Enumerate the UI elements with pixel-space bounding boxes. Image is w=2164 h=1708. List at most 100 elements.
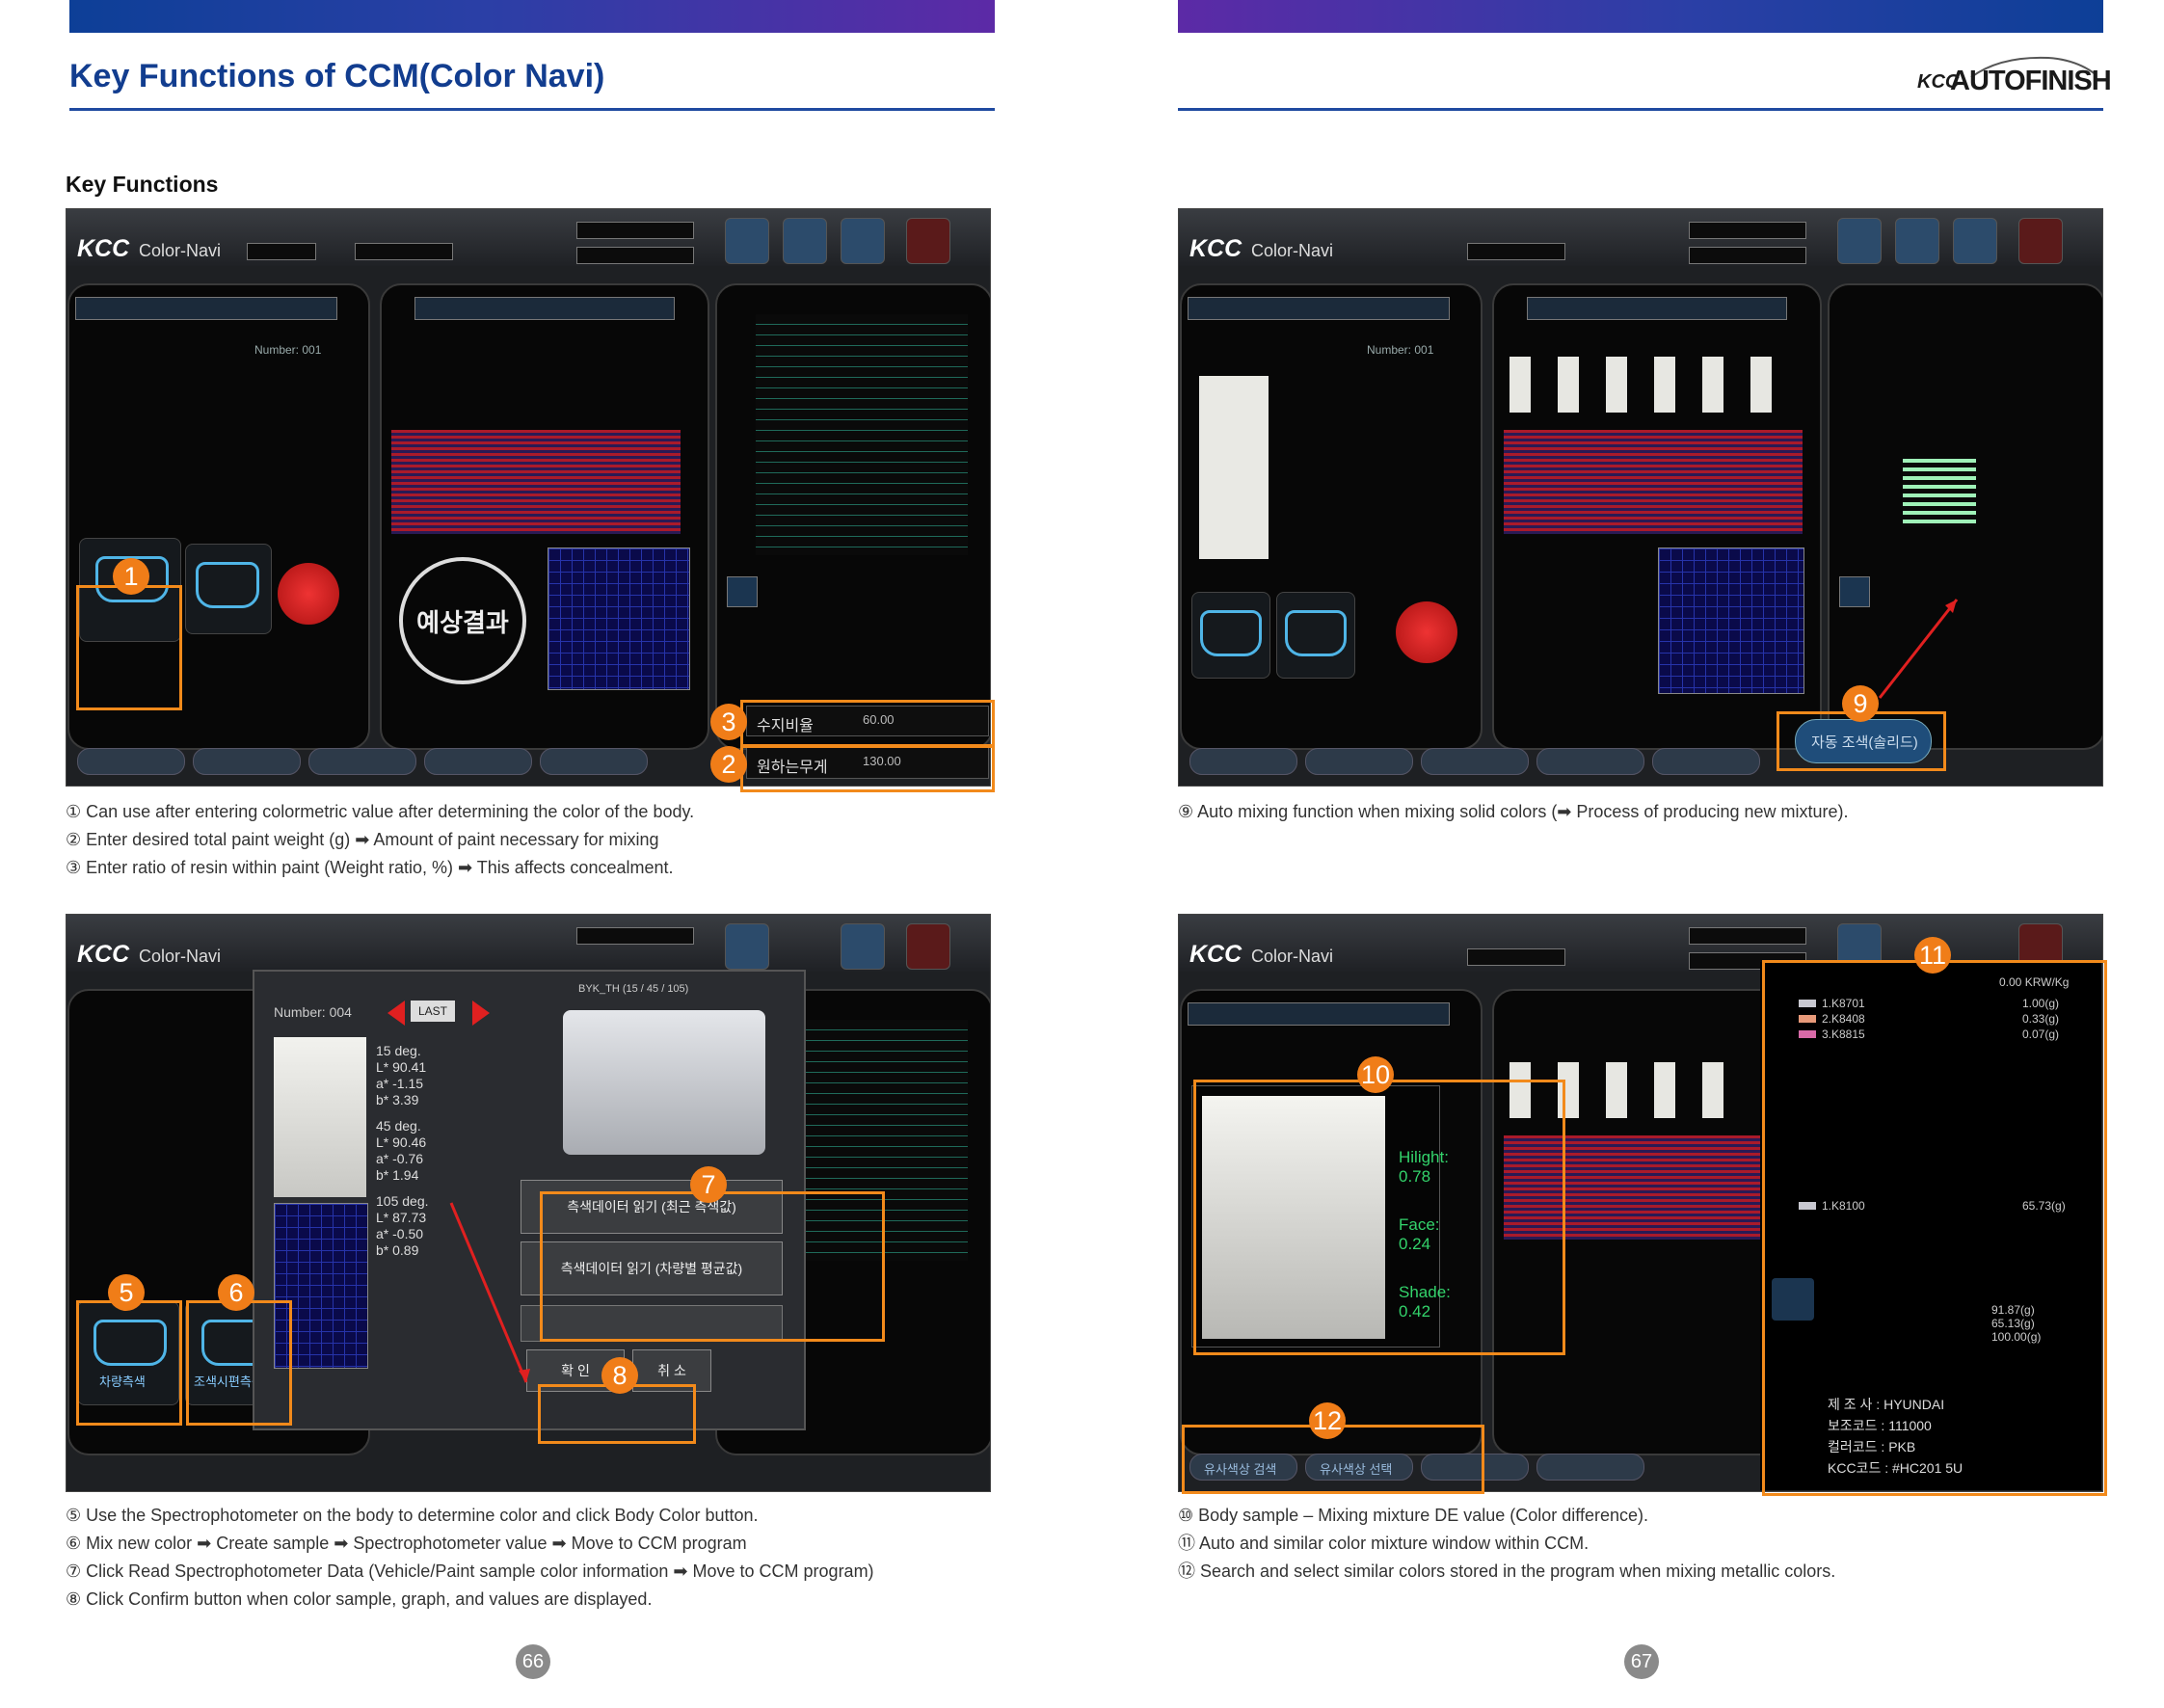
pigment-select[interactable]	[1527, 297, 1787, 320]
maker-select[interactable]	[1689, 222, 1806, 239]
next-arrow-icon[interactable]	[472, 1001, 490, 1026]
toolbar-print-button[interactable]	[1837, 218, 1882, 264]
sample-strip	[1509, 357, 1531, 413]
toolbar-exit-button[interactable]	[906, 923, 950, 970]
badge-1: 1	[113, 558, 149, 595]
resin-ratio-field[interactable]: 수지비율 60.00	[746, 706, 989, 736]
read-average-button[interactable]: 측색데이터 읽기 (차량별 평균값)	[521, 1241, 783, 1295]
total-3: 100.00(g)	[1991, 1330, 2042, 1344]
nav-button-3[interactable]	[1421, 1454, 1529, 1481]
nav-button-4[interactable]	[1536, 1454, 1644, 1481]
toolbar-exit-button[interactable]	[906, 218, 950, 264]
toolbar-print-button[interactable]	[725, 923, 769, 970]
prediction-panel: 예상결과	[380, 283, 709, 750]
paint-line-select[interactable]	[1467, 948, 1565, 966]
caption-12: ⑫ Search and select similar colors store…	[1178, 1561, 1836, 1581]
screenshot-frame	[66, 208, 991, 787]
similar-select-button[interactable]: 유사색상 선택	[1305, 1454, 1413, 1481]
highlight-7	[540, 1191, 885, 1342]
pigment-code: 2.K8408	[1822, 1012, 1865, 1026]
pigment-swatch	[1799, 1202, 1816, 1210]
toolbar-folder-button[interactable]	[1895, 218, 1939, 264]
body-sample-swatch	[1202, 1096, 1385, 1339]
badge-9: 9	[1842, 685, 1879, 722]
vehicle-search-field[interactable]	[75, 297, 337, 320]
toolbar-metallic-button[interactable]	[841, 923, 885, 970]
app-toolbar	[66, 914, 991, 972]
nav-button-5[interactable]	[540, 748, 648, 775]
scale-button[interactable]	[1772, 1278, 1814, 1321]
maker-select[interactable]	[576, 927, 694, 945]
desired-weight-field[interactable]: 원하는무게 130.00	[746, 746, 989, 779]
kcc-autofinish-logo: KCC AUTOFINISH	[1913, 52, 2112, 104]
delete-button[interactable]	[278, 563, 339, 625]
pigment-select[interactable]	[414, 297, 675, 320]
shade-de: Shade: 0.42	[1399, 1283, 1451, 1321]
app-toolbar	[66, 208, 991, 266]
pigment-amount: 1.00(g)	[2022, 997, 2060, 1010]
deg-45-a: a* -0.76	[376, 1151, 424, 1166]
color-code-select[interactable]	[1689, 247, 1806, 264]
vehicle-search-field[interactable]	[1188, 297, 1450, 320]
pigment-code: 1.K8100	[1822, 1199, 1865, 1213]
body-color-button[interactable]	[1191, 592, 1270, 679]
maker-select[interactable]	[576, 222, 694, 239]
nav-button-3[interactable]	[308, 748, 416, 775]
sample-color-button[interactable]	[1276, 592, 1355, 679]
toolbar-metallic-button[interactable]	[841, 218, 885, 264]
body-color-button[interactable]: 차량측색	[77, 1301, 179, 1405]
read-latest-button[interactable]: 측색데이터 읽기 (최근 측색값)	[521, 1180, 783, 1234]
paint-type-select[interactable]	[247, 243, 316, 260]
sample-strip	[1606, 357, 1627, 413]
totals: 91.87(g) 65.13(g) 100.00(g)	[1991, 1303, 2041, 1344]
pigment-swatch	[1799, 1015, 1816, 1023]
deg-105-label: 105 deg.	[376, 1193, 429, 1209]
nav-button-4[interactable]	[424, 748, 532, 775]
highlight-10	[1193, 1080, 1565, 1355]
nav-button-2[interactable]	[193, 748, 301, 775]
nav-button-2[interactable]	[1305, 748, 1413, 775]
similar-search-button[interactable]: 유사색상 검색	[1189, 1454, 1297, 1481]
screenshot-spectrophotometer-dialog: KCC Color-Navi 차량측색 조색시편측색 Number: 004 L…	[66, 914, 991, 1492]
nav-button-5[interactable]	[1652, 748, 1760, 775]
toolbar-print-button[interactable]	[725, 218, 769, 264]
scale-button[interactable]	[727, 576, 758, 607]
color-code-select[interactable]	[576, 247, 694, 264]
nav-button-1[interactable]	[77, 748, 185, 775]
sample-color-button[interactable]	[185, 544, 272, 634]
nav-button-1[interactable]	[1189, 748, 1297, 775]
deg-45-label: 45 deg.	[376, 1118, 421, 1134]
vehicle-search-field[interactable]	[1188, 1002, 1450, 1026]
nav-button-3[interactable]	[1421, 748, 1529, 775]
logo-autofinish: AUTOFINISH	[1950, 66, 2112, 96]
nav-button-4[interactable]	[1536, 748, 1644, 775]
paint-line-select[interactable]	[355, 243, 453, 260]
spectrum-band	[1504, 430, 1803, 534]
scale-button[interactable]	[1839, 576, 1870, 607]
toolbar-exit-button[interactable]	[2018, 218, 2063, 264]
device-label: BYK_TH (15 / 45 / 105)	[578, 983, 689, 995]
paint-line-select[interactable]	[1467, 243, 1565, 260]
car-front-icon	[94, 1320, 167, 1366]
app-name: Color-Navi	[1251, 241, 1334, 260]
left-title-rule	[69, 108, 995, 111]
app-logo: KCC	[1189, 941, 1242, 968]
app-logo: KCC	[77, 941, 130, 968]
badge-7: 7	[690, 1166, 727, 1203]
similar-select-label: 유사색상 선택	[1320, 1462, 1393, 1477]
section-heading: Key Functions	[66, 172, 219, 197]
prev-arrow-icon[interactable]	[387, 1001, 405, 1026]
caption-9: ⑨ Auto mixing function when mixing solid…	[1178, 802, 1849, 821]
toolbar-folder-button[interactable]	[783, 218, 827, 264]
info-color-code: 컬러코드 : PKB	[1828, 1439, 1916, 1454]
badge-3: 3	[710, 704, 747, 740]
pointer-arrow	[449, 1202, 530, 1383]
toolbar-metallic-button[interactable]	[1953, 218, 1997, 264]
highlight-11	[1762, 960, 2107, 1496]
maker-select[interactable]	[1689, 927, 1806, 945]
delete-button[interactable]	[1396, 601, 1457, 663]
last-button[interactable]: LAST	[411, 1001, 456, 1022]
sample-strip	[1702, 1062, 1723, 1118]
